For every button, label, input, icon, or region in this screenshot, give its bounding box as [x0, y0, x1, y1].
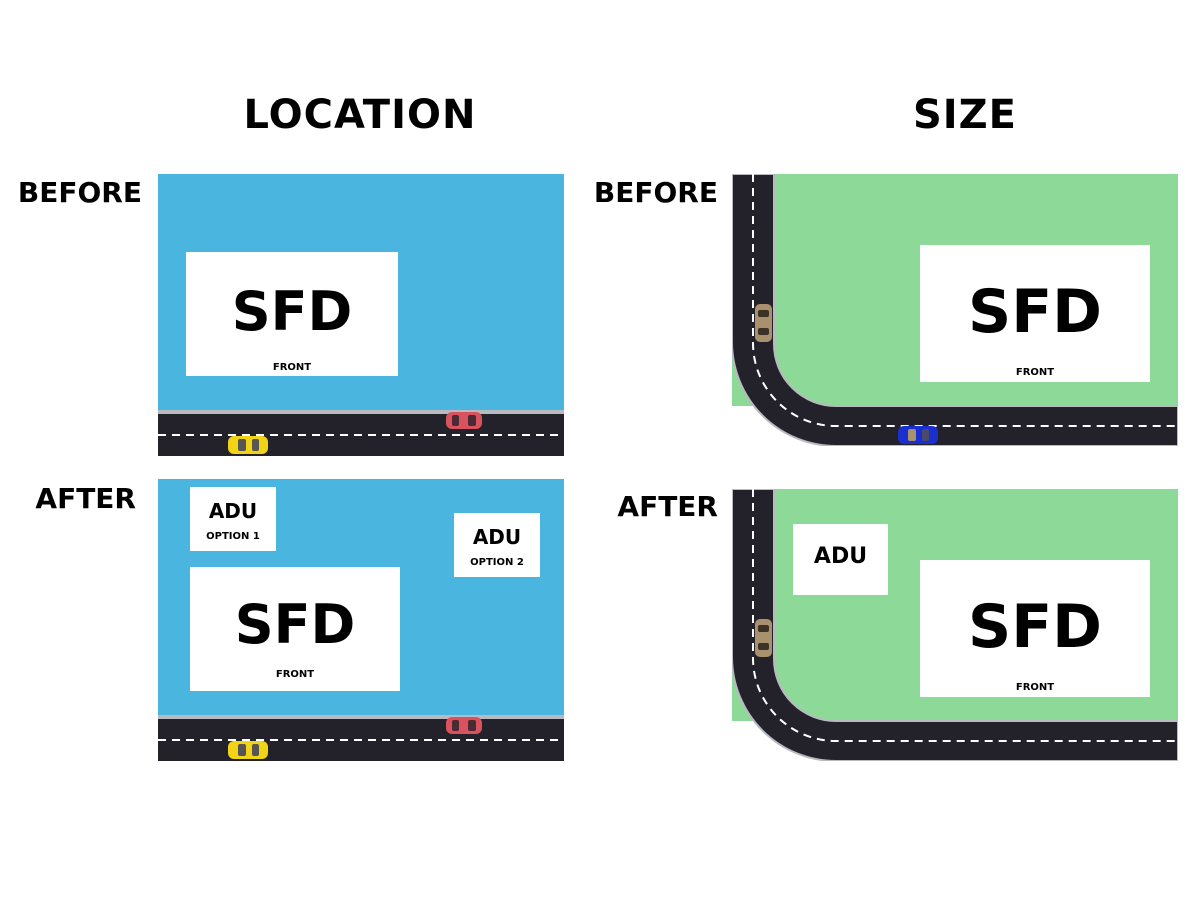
sfd-house: SFD FRONT [920, 560, 1150, 697]
size-after-label: AFTER [617, 490, 718, 523]
location-after-panel: ADU OPTION 1 ADU OPTION 2 SFD FRONT [158, 479, 564, 761]
option-1-label: OPTION 1 [206, 531, 260, 542]
yellow-car-icon [228, 436, 268, 454]
road-edge [158, 715, 564, 719]
red-car-icon [446, 412, 482, 429]
tan-car-icon [755, 304, 772, 342]
adu-label: ADU [208, 499, 258, 523]
road [732, 174, 1178, 446]
location-heading: LOCATION [243, 92, 477, 138]
red-car-icon [446, 717, 482, 734]
sfd-house: SFD FRONT [190, 567, 400, 691]
sfd-label: SFD [231, 280, 353, 343]
size-before-panel: SFD FRONT [732, 174, 1178, 446]
size-after-panel: ADU SFD FRONT [732, 489, 1178, 761]
front-label: FRONT [1015, 682, 1055, 693]
road [732, 489, 1178, 761]
sfd-label: SFD [967, 592, 1102, 662]
location-before-panel: SFD FRONT [158, 174, 564, 456]
front-label: FRONT [275, 669, 315, 680]
option-2-label: OPTION 2 [470, 557, 524, 568]
front-label: FRONT [272, 362, 312, 373]
sfd-label: SFD [234, 593, 356, 656]
adu-option-2: ADU OPTION 2 [454, 513, 540, 577]
size-heading: SIZE [912, 92, 1018, 138]
adu-label: ADU [813, 544, 868, 569]
road-edge [158, 410, 564, 414]
front-label: FRONT [1015, 367, 1055, 378]
adu-option-1: ADU OPTION 1 [190, 487, 276, 551]
lane-marking [752, 174, 1178, 427]
sfd-house: SFD FRONT [920, 245, 1150, 382]
yellow-car-icon [228, 741, 268, 759]
tan-car-icon [755, 619, 772, 657]
location-after-label: AFTER [35, 482, 136, 515]
sfd-label: SFD [967, 277, 1102, 347]
lane-marking [752, 489, 1178, 742]
adu-label: ADU [472, 525, 522, 549]
blue-car-icon [898, 426, 938, 444]
adu-unit: ADU [793, 524, 888, 595]
sfd-house: SFD FRONT [186, 252, 398, 376]
size-before-label: BEFORE [593, 176, 718, 209]
location-before-label: BEFORE [17, 176, 142, 209]
